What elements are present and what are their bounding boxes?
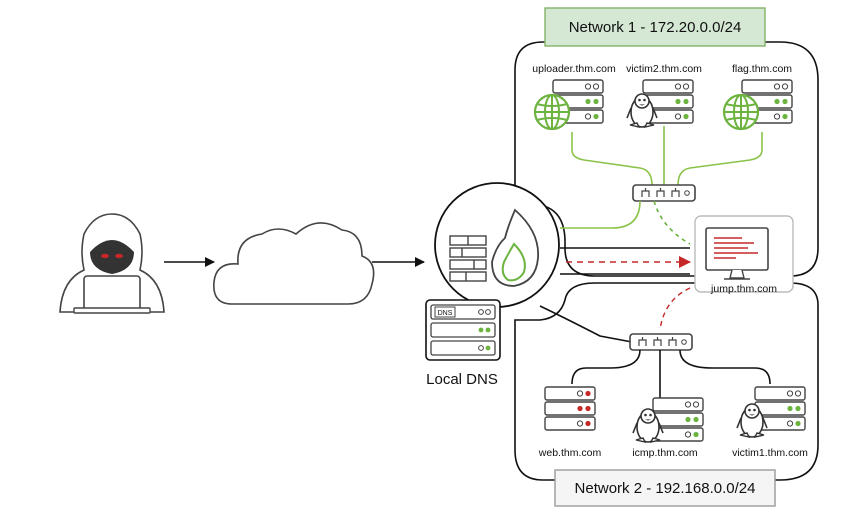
link-firewall-switch2 — [539, 305, 633, 343]
network2-title: Network 2 - 192.168.0.0/24 — [575, 480, 756, 497]
link-jump-switch2 — [659, 287, 691, 331]
local-dns-label: Local DNS — [426, 371, 498, 388]
local-dns-server: DNS — [425, 299, 501, 361]
firewall-icon — [434, 182, 560, 308]
link-switch1-firewall — [560, 200, 641, 229]
switch-icon — [629, 333, 693, 351]
uploader-label: uploader.thm.com — [532, 63, 616, 75]
jump-label: jump.thm.com — [710, 283, 777, 295]
network2-boundary — [514, 282, 819, 481]
hacker-icon — [59, 213, 165, 314]
link-switch1-jump — [653, 200, 691, 245]
network2-title-box — [554, 469, 776, 507]
cloud-icon — [213, 222, 375, 305]
web-server — [544, 386, 596, 431]
web-label: web.thm.com — [538, 447, 602, 459]
network1-title: Network 1 - 172.20.0.0/24 — [569, 19, 742, 36]
link-switch2-victim1 — [679, 349, 771, 385]
icmp-label: icmp.thm.com — [632, 447, 698, 459]
globe-icon — [533, 93, 571, 131]
monitor-icon — [705, 227, 769, 280]
victim1-label: victim1.thm.com — [732, 447, 808, 459]
switch-icon — [632, 184, 696, 202]
link-flag-switch — [677, 132, 763, 186]
link-switch2-web — [571, 349, 641, 385]
victim2-label: victim2.thm.com — [626, 63, 702, 75]
link-uploader-switch — [571, 132, 653, 186]
dns-badge: DNS — [438, 310, 453, 317]
flag-label: flag.thm.com — [732, 63, 792, 75]
network1-boundary — [514, 41, 819, 277]
icmp-server — [652, 397, 704, 442]
globe-icon — [722, 93, 760, 131]
network1-title-box — [544, 7, 766, 47]
